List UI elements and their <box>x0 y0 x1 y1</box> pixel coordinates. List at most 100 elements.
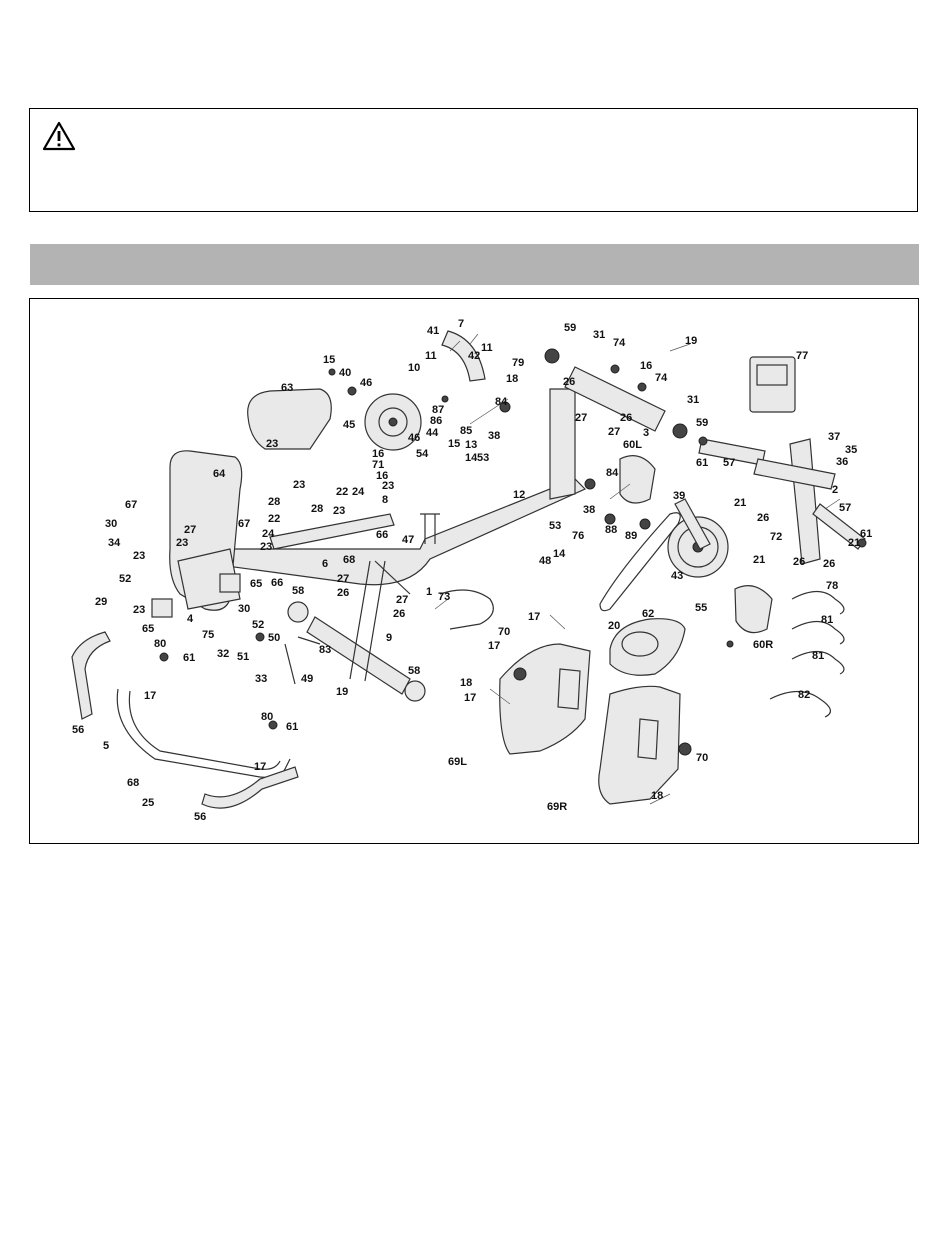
part-label: 24 <box>352 486 365 498</box>
part-label: 71 <box>372 459 384 471</box>
part-label: 84 <box>495 396 508 408</box>
part-label: 45 <box>343 419 355 431</box>
part-label: 7 <box>458 318 464 330</box>
part-label: 68 <box>127 777 139 789</box>
part-label: 89 <box>625 530 637 542</box>
part-label: 59 <box>696 417 708 429</box>
part-label: 38 <box>583 504 595 516</box>
part-label: 16 <box>372 448 384 460</box>
part-label: 73 <box>438 591 450 603</box>
part-label: 74 <box>613 337 626 349</box>
part-label: 23 <box>293 479 305 491</box>
part-label: 65 <box>250 578 262 590</box>
part-label: 26 <box>823 558 835 570</box>
part-label: 21 <box>734 497 746 509</box>
part-label: 21 <box>753 554 765 566</box>
part-label: 39 <box>673 490 685 502</box>
part-label: 19 <box>336 686 348 698</box>
part-label: 31 <box>687 394 699 406</box>
part-label: 60R <box>753 639 773 651</box>
part-label: 53 <box>477 452 489 464</box>
part-label: 26 <box>393 608 405 620</box>
part-label: 69R <box>547 801 567 813</box>
part-label: 14 <box>553 548 566 560</box>
part-label: 5 <box>103 740 109 752</box>
part-label: 2 <box>832 484 838 496</box>
part-label: 51 <box>237 651 249 663</box>
part-label: 1 <box>426 586 432 598</box>
part-label: 68 <box>343 554 355 566</box>
part-label: 19 <box>685 335 697 347</box>
part-label: 16 <box>640 360 652 372</box>
part-label: 36 <box>836 456 848 468</box>
section-header-bar <box>30 244 919 285</box>
part-label: 20 <box>608 620 620 632</box>
part-label: 74 <box>655 372 668 384</box>
part-label: 61 <box>696 457 708 469</box>
part-label: 3 <box>643 427 649 439</box>
part-label: 52 <box>252 619 264 631</box>
part-label: 23 <box>260 541 272 553</box>
part-label: 64 <box>213 468 226 480</box>
part-label: 30 <box>238 603 250 615</box>
part-label: 26 <box>620 412 632 424</box>
part-label: 22 <box>268 513 280 525</box>
part-label: 27 <box>396 594 408 606</box>
part-label: 44 <box>426 427 439 439</box>
part-label: 30 <box>105 518 117 530</box>
part-label: 43 <box>671 570 683 582</box>
part-label: 35 <box>845 444 857 456</box>
part-label: 61 <box>286 721 298 733</box>
part-label: 37 <box>828 431 840 443</box>
part-label: 56 <box>194 811 206 823</box>
part-label: 9 <box>386 632 392 644</box>
part-label: 53 <box>549 520 561 532</box>
part-label: 8 <box>382 494 388 506</box>
part-label: 49 <box>301 673 313 685</box>
part-label: 18 <box>506 373 518 385</box>
part-label: 67 <box>125 499 137 511</box>
part-label: 69L <box>448 756 467 768</box>
part-label: 42 <box>468 350 480 362</box>
part-label: 13 <box>465 439 477 451</box>
part-label: 34 <box>108 537 121 549</box>
part-label: 57 <box>723 457 735 469</box>
part-label: 58 <box>408 665 420 677</box>
part-label: 26 <box>563 376 575 388</box>
part-label: 26 <box>793 556 805 568</box>
part-label: 23 <box>266 438 278 450</box>
exploded-parts-diagram: 7 41 11 11 42 59 31 74 19 16 77 15 40 46… <box>29 298 919 844</box>
part-label: 27 <box>608 426 620 438</box>
part-label: 4 <box>187 613 194 625</box>
part-label: 46 <box>360 377 372 389</box>
part-label: 17 <box>488 640 500 652</box>
part-label: 28 <box>268 496 280 508</box>
part-label: 11 <box>425 350 437 362</box>
part-label: 17 <box>254 761 266 773</box>
part-label: 27 <box>184 524 196 536</box>
part-label: 52 <box>119 573 131 585</box>
part-label: 47 <box>402 534 414 546</box>
part-label: 23 <box>333 505 345 517</box>
part-label: 85 <box>460 425 472 437</box>
part-label: 79 <box>512 357 524 369</box>
part-label: 75 <box>202 629 214 641</box>
part-label: 70 <box>696 752 708 764</box>
part-label: 65 <box>142 623 154 635</box>
part-label: 66 <box>271 577 283 589</box>
part-label: 10 <box>408 362 420 374</box>
part-label: 18 <box>651 790 663 802</box>
part-label: 17 <box>528 611 540 623</box>
part-label: 27 <box>337 573 349 585</box>
part-label: 61 <box>860 528 872 540</box>
part-label: 32 <box>217 648 229 660</box>
part-label: 16 <box>376 470 388 482</box>
part-label: 40 <box>339 367 351 379</box>
part-drawings <box>71 330 867 809</box>
part-label: 6 <box>322 558 328 570</box>
part-label: 50 <box>268 632 280 644</box>
part-label: 22 <box>336 486 348 498</box>
part-label: 61 <box>183 652 195 664</box>
part-label: 24 <box>262 528 275 540</box>
part-label: 23 <box>133 550 145 562</box>
